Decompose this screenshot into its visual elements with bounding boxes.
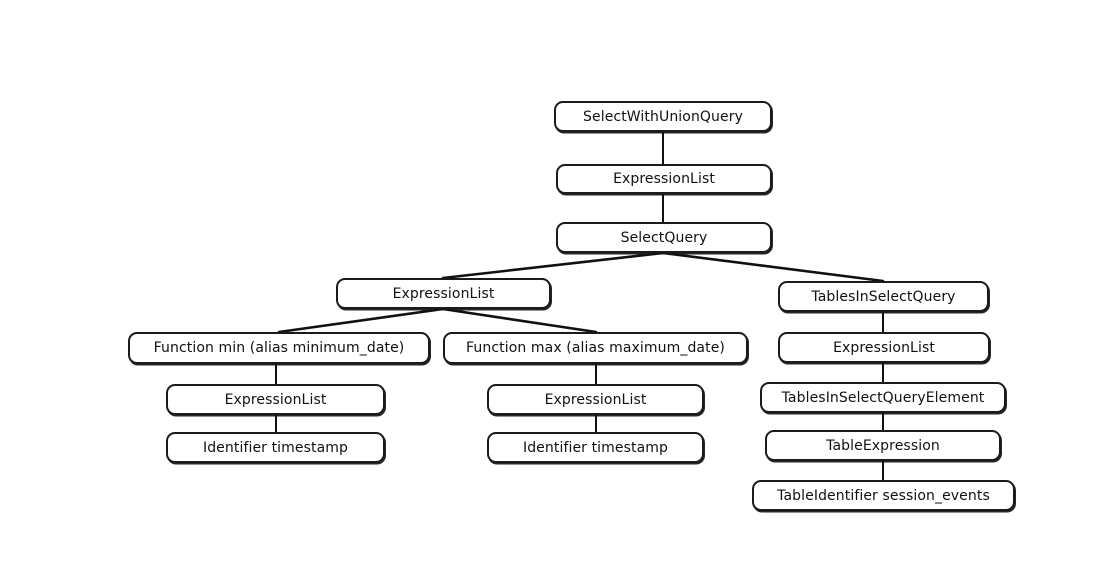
tree-node-label: ExpressionList — [544, 391, 647, 408]
tree-node-n2[interactable]: ExpressionList — [556, 164, 772, 194]
tree-node-n12[interactable]: Identifier timestamp — [487, 432, 704, 463]
tree-node-label: TablesInSelectQueryElement — [781, 389, 985, 406]
tree-node-label: Identifier timestamp — [522, 439, 669, 456]
tree-node-label: ExpressionList — [224, 391, 327, 408]
tree-node-label: Identifier timestamp — [202, 439, 349, 456]
tree-node-n3[interactable]: SelectQuery — [556, 222, 772, 253]
tree-node-n9[interactable]: ExpressionList — [487, 384, 704, 415]
tree-node-n13[interactable]: TablesInSelectQueryElement — [760, 382, 1006, 413]
tree-node-n11[interactable]: Identifier timestamp — [166, 432, 385, 463]
tree-node-n7[interactable]: Function max (alias maximum_date) — [443, 332, 748, 364]
tree-node-n4[interactable]: ExpressionList — [336, 278, 551, 309]
tree-node-label: TablesInSelectQuery — [811, 288, 956, 305]
tree-node-label: TableIdentifier session_events — [777, 487, 990, 504]
tree-node-n14[interactable]: TableExpression — [765, 430, 1001, 461]
tree-node-label: ExpressionList — [613, 171, 715, 187]
tree-node-label: Function max (alias maximum_date) — [466, 340, 725, 356]
tree-node-label: Function min (alias minimum_date) — [153, 340, 405, 356]
tree-node-n1[interactable]: SelectWithUnionQuery — [554, 101, 772, 132]
tree-node-n5[interactable]: TablesInSelectQuery — [778, 281, 989, 312]
tree-node-label: SelectQuery — [620, 229, 708, 246]
tree-node-label: ExpressionList — [833, 339, 935, 356]
tree-node-label: TableExpression — [826, 437, 940, 454]
tree-node-label: ExpressionList — [392, 285, 495, 302]
tree-node-n10[interactable]: ExpressionList — [778, 332, 990, 363]
tree-node-label: SelectWithUnionQuery — [583, 108, 743, 125]
tree-node-n8[interactable]: ExpressionList — [166, 384, 385, 415]
tree-node-n6[interactable]: Function min (alias minimum_date) — [128, 332, 430, 364]
tree-node-n15[interactable]: TableIdentifier session_events — [752, 480, 1015, 511]
